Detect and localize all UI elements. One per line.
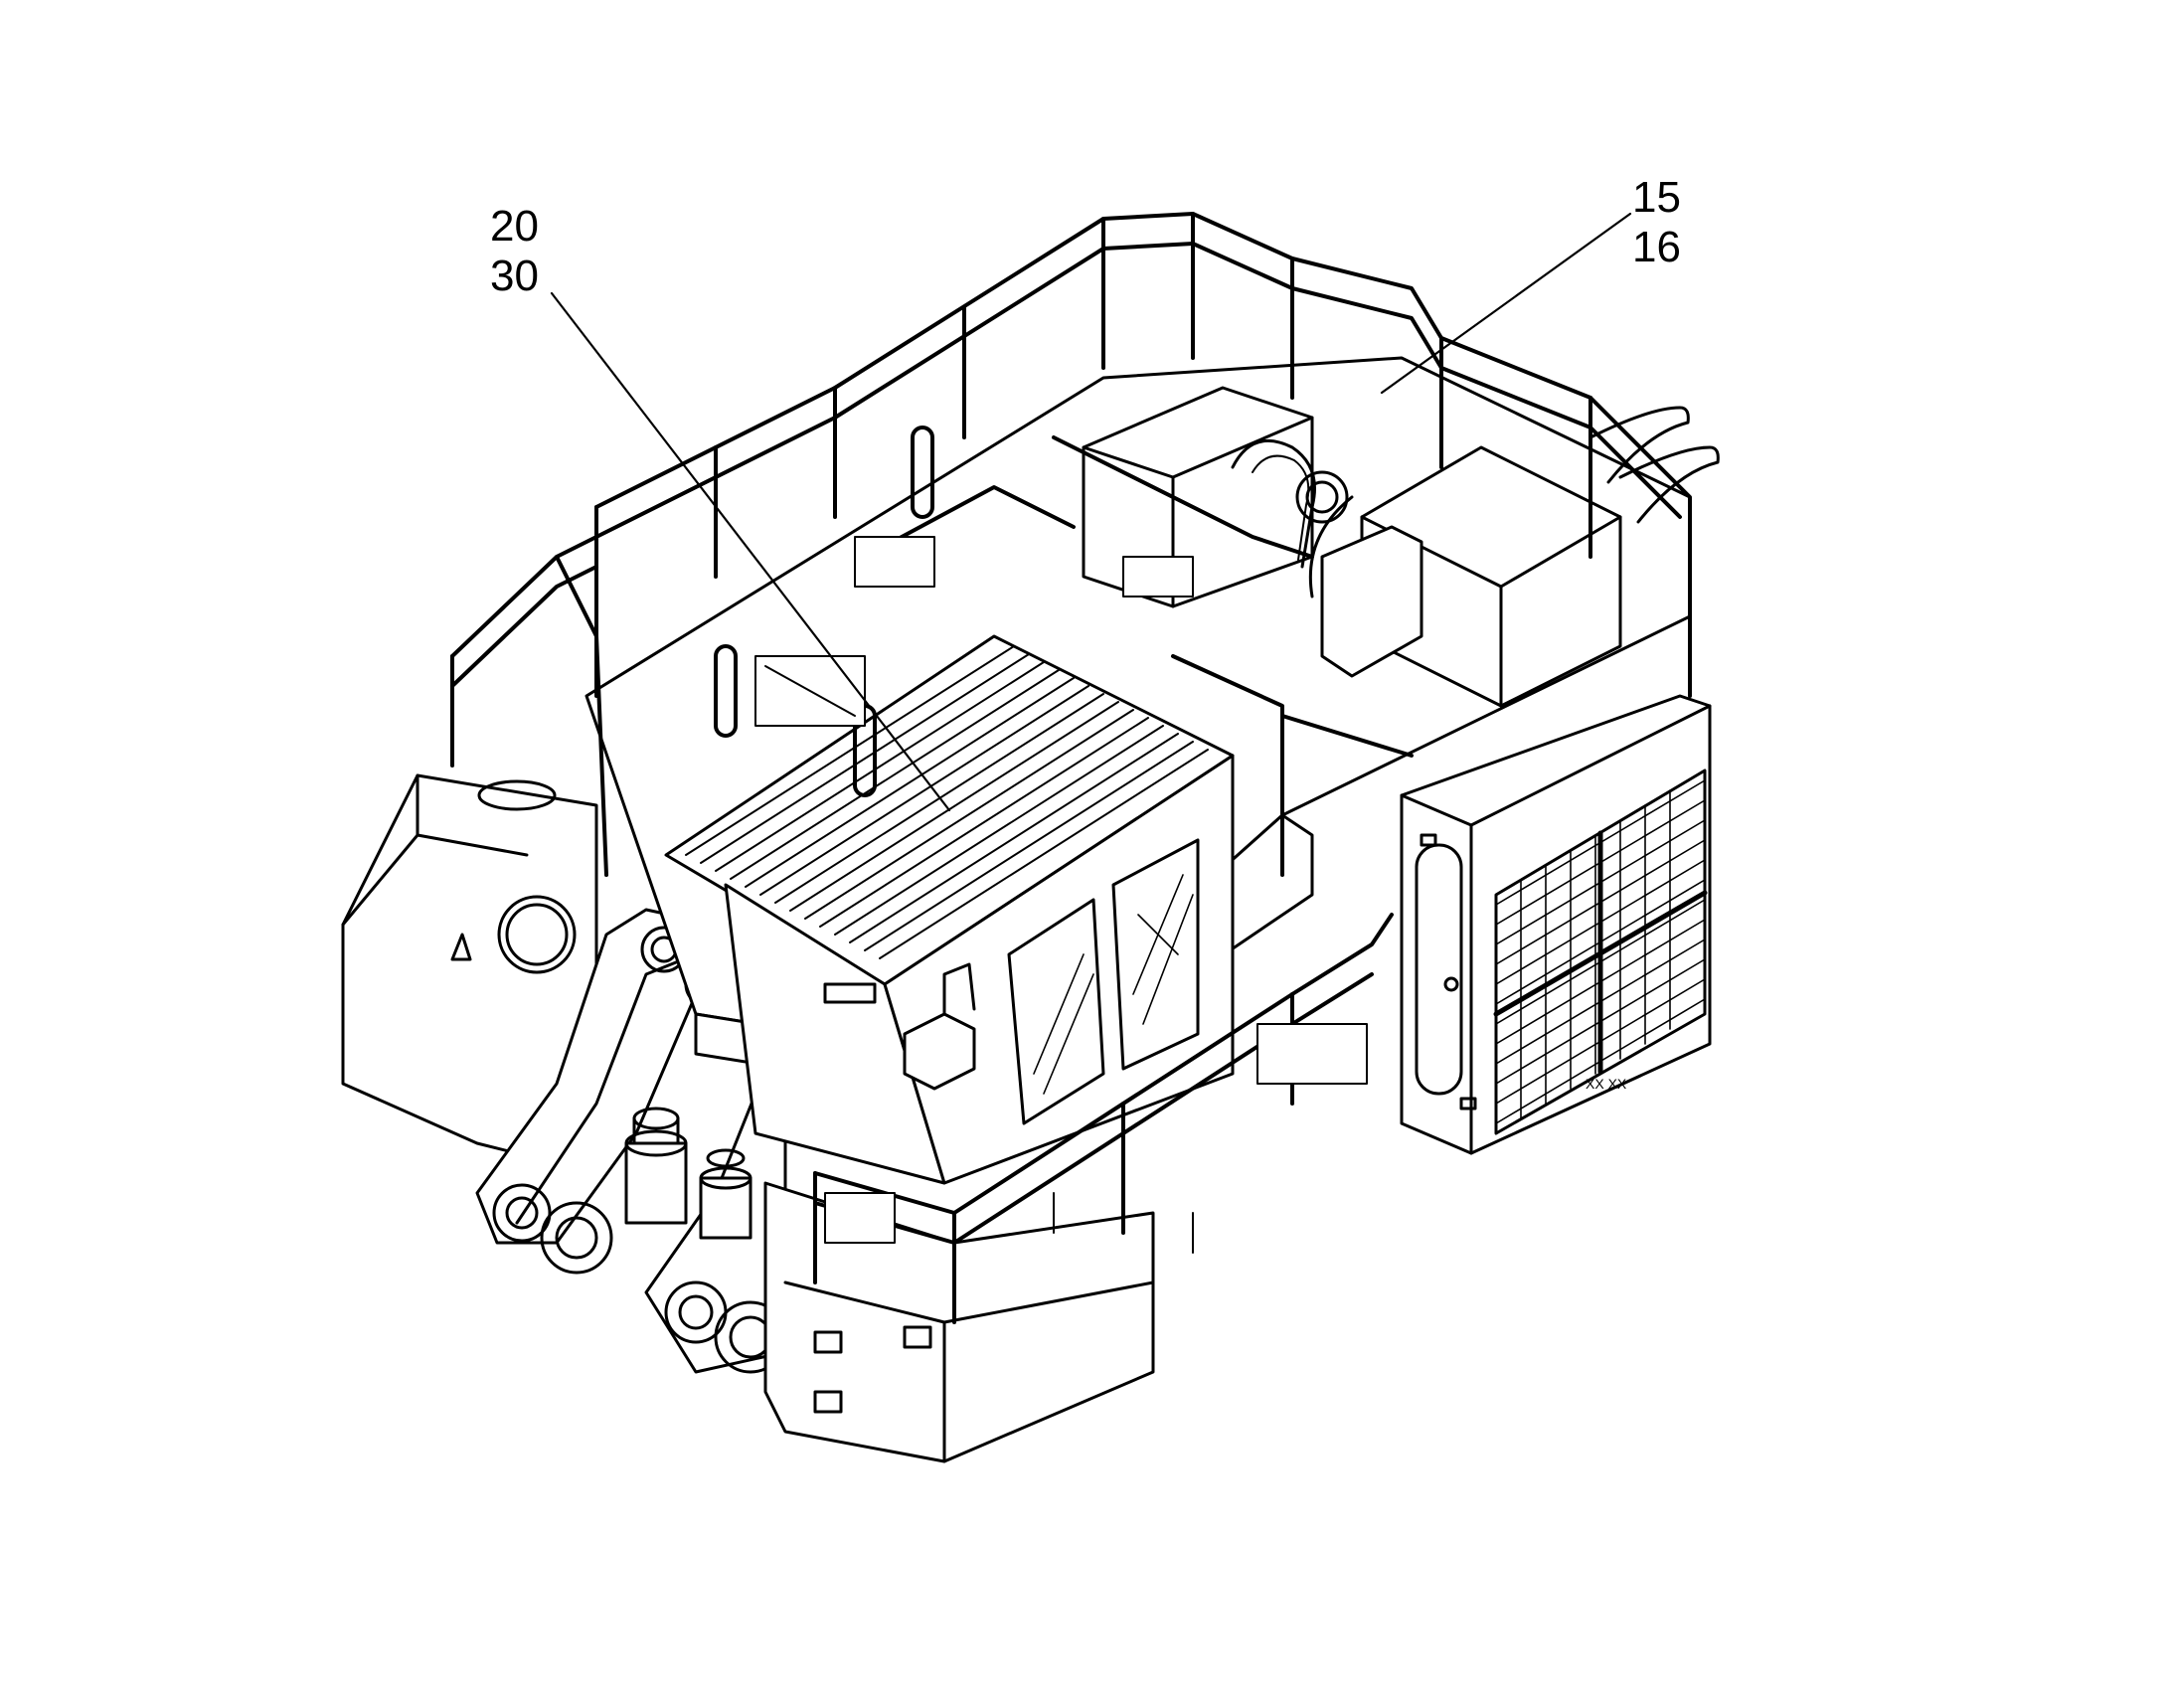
callout-left-line1: 20	[490, 202, 539, 251]
lower-front-box	[763, 1181, 1155, 1463]
leader-line-right	[1380, 212, 1632, 395]
handrails	[450, 212, 1692, 1324]
radiator-block: XX XX	[1400, 694, 1712, 1155]
leader-lines	[550, 212, 1632, 812]
engine-modules	[1082, 386, 1720, 708]
callout-right: 15 16	[1632, 173, 1681, 272]
callout-left-line2: 30	[490, 252, 539, 300]
callout-left: 20 30	[490, 202, 539, 301]
plate-label: XX XX	[1586, 1076, 1627, 1092]
leader-line-left	[550, 291, 951, 812]
callout-right-line2: 16	[1632, 223, 1681, 271]
callout-right-line1: 15	[1632, 173, 1681, 222]
deck-details	[754, 536, 1368, 1254]
